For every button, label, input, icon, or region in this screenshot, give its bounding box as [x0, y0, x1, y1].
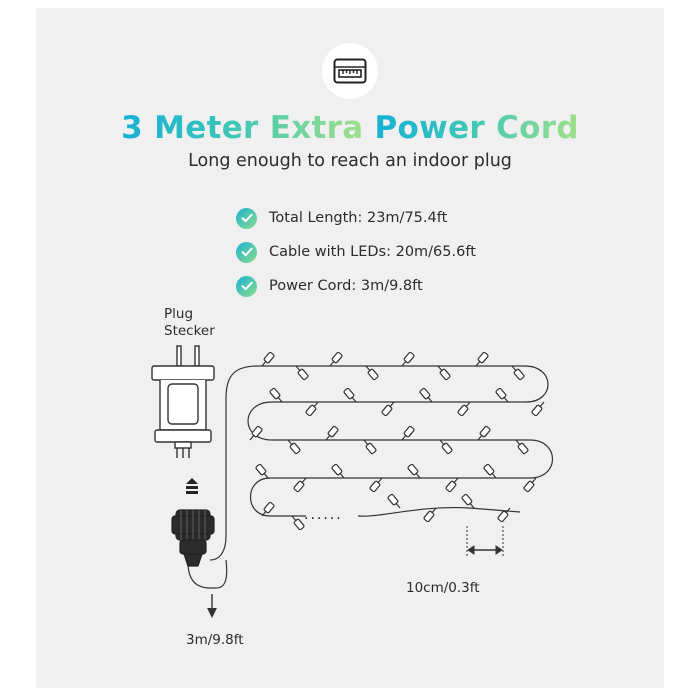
- plug-label-line-2: Stecker: [164, 323, 215, 339]
- led-spacing-label: 10cm/0.3ft: [406, 580, 480, 596]
- led-bulb: [445, 477, 459, 493]
- ellipsis: ......: [304, 507, 343, 523]
- led-bulb: [457, 401, 471, 417]
- plug-label-line-1: Plug: [164, 306, 194, 322]
- check-icon: [236, 207, 257, 229]
- led-bulb: [293, 477, 307, 493]
- spacing-marker: [466, 526, 504, 556]
- led-bulb: [255, 463, 269, 479]
- light-string-cable: [209, 365, 554, 561]
- led-bulb: [269, 387, 283, 403]
- connector-icon: [171, 509, 215, 567]
- cord-length-label: 3m/9.8ft: [186, 632, 244, 648]
- led-bulb: [515, 439, 529, 455]
- led-bulb: [329, 351, 343, 367]
- led-bulb: [419, 387, 433, 403]
- led-bulb: [531, 401, 545, 417]
- led-bulb: [387, 493, 401, 509]
- led-group: [249, 351, 545, 531]
- spec-text: Power Cord: 3m/9.8ft: [269, 278, 423, 294]
- spec-item: Cable with LEDs: 20m/65.6ft: [236, 241, 476, 263]
- led-bulb: [261, 501, 275, 517]
- arrow-down-icon: [207, 608, 217, 618]
- arrow-up-icon: [186, 478, 198, 494]
- led-bulb: [437, 365, 451, 381]
- led-bulb: [497, 507, 511, 523]
- check-icon: [236, 241, 257, 263]
- led-bulb: [475, 351, 489, 367]
- led-bulb: [483, 463, 497, 479]
- led-bulb: [249, 425, 263, 441]
- led-bulb: [305, 401, 319, 417]
- plug-label: Plug Stecker: [164, 306, 215, 340]
- led-bulb: [325, 425, 339, 441]
- ruler-badge: [322, 43, 378, 99]
- led-bulb: [261, 351, 275, 367]
- led-bulb: [461, 493, 475, 509]
- ruler-icon: [333, 58, 367, 84]
- led-bulb: [369, 477, 383, 493]
- led-bulb: [407, 463, 421, 479]
- spec-item: Power Cord: 3m/9.8ft: [236, 275, 476, 297]
- page-title: 3 Meter Extra Power Cord: [0, 110, 700, 146]
- spec-text: Cable with LEDs: 20m/65.6ft: [269, 244, 476, 260]
- spec-item: Total Length: 23m/75.4ft: [236, 207, 476, 229]
- led-bulb: [511, 365, 525, 381]
- led-bulb: [477, 425, 491, 441]
- check-icon: [236, 275, 257, 297]
- led-bulb: [439, 439, 453, 455]
- spec-list: Total Length: 23m/75.4ft Cable with LEDs…: [236, 207, 476, 309]
- led-bulb: [287, 439, 301, 455]
- led-bulb: [363, 439, 377, 455]
- led-bulb: [381, 401, 395, 417]
- title-part-1: 3 Meter Extra: [121, 110, 364, 146]
- power-cord: [187, 559, 228, 589]
- background-panel: [36, 8, 664, 688]
- led-bulb: [343, 387, 357, 403]
- title-part-2: Power Cord: [374, 110, 579, 146]
- led-bulb: [295, 365, 309, 381]
- led-bulb: [291, 515, 305, 531]
- led-bulb: [523, 477, 537, 493]
- light-string-end: [357, 506, 521, 517]
- page-subtitle: Long enough to reach an indoor plug: [188, 151, 512, 171]
- led-bulb: [365, 365, 379, 381]
- led-bulb: [401, 425, 415, 441]
- led-bulb: [495, 387, 509, 403]
- spec-text: Total Length: 23m/75.4ft: [269, 210, 448, 226]
- led-bulb: [331, 463, 345, 479]
- led-bulb: [423, 507, 437, 523]
- led-bulb: [401, 351, 415, 367]
- plug-icon: [151, 345, 215, 458]
